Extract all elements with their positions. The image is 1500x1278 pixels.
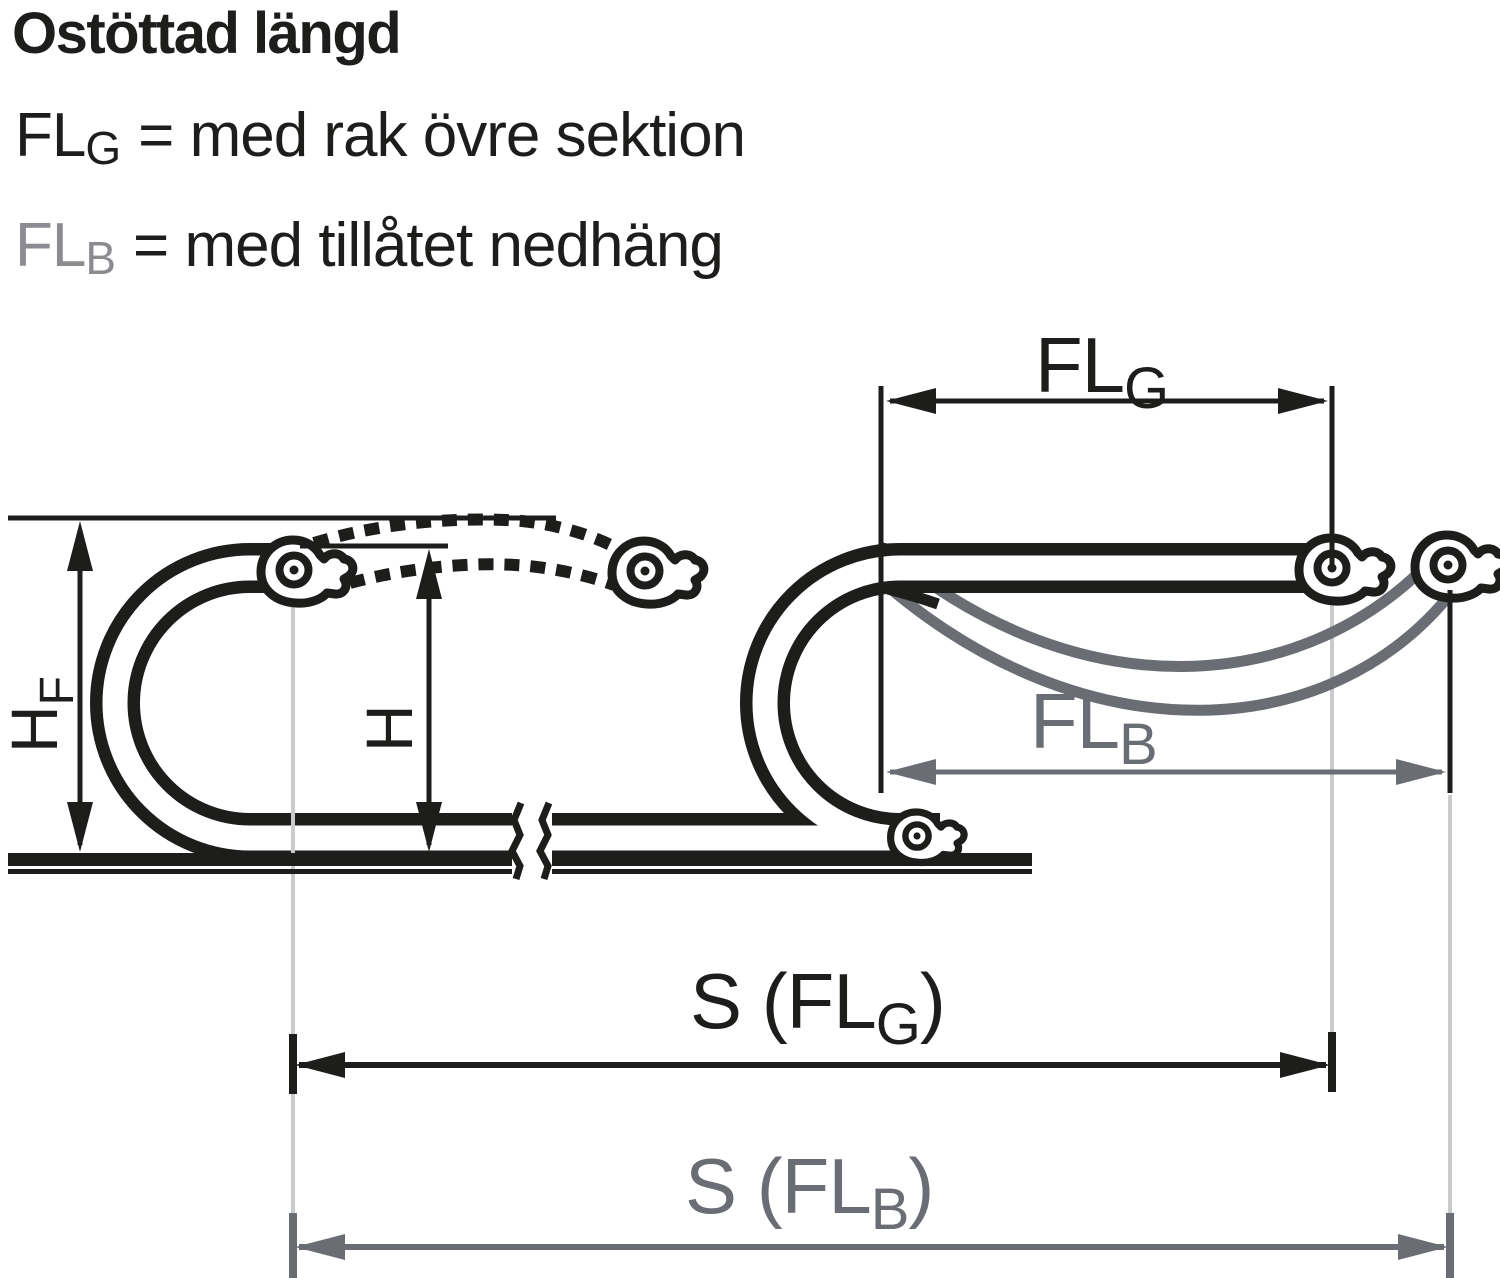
extension-lines-light bbox=[1330, 575, 1452, 1213]
flb-symbol: FL bbox=[15, 211, 86, 280]
flb-dimension: FLB bbox=[886, 677, 1446, 785]
flg-dimension: FLG bbox=[886, 321, 1328, 421]
legend-flb: FLB = med tillåtet nedhäng bbox=[15, 210, 724, 285]
hf-dimension: HF bbox=[0, 521, 93, 852]
extended-position-bracket bbox=[612, 541, 704, 604]
flb-label: FLB bbox=[1030, 677, 1157, 777]
flb-moving-end-bracket bbox=[1415, 535, 1500, 598]
flg-label: FLG bbox=[1035, 321, 1168, 421]
dashed-extended-chain bbox=[312, 513, 626, 591]
left-moving-end-bracket bbox=[261, 540, 353, 603]
flb-subscript: B bbox=[85, 232, 116, 285]
left-chain bbox=[90, 543, 518, 863]
h-dimension: H bbox=[300, 543, 448, 852]
s-flb-label: S (FLB) bbox=[685, 1142, 933, 1242]
flg-symbol: FL bbox=[15, 101, 86, 170]
flg-subscript: G bbox=[85, 122, 121, 175]
extension-lines-black bbox=[878, 386, 1453, 793]
rail-break-left-edge bbox=[508, 801, 525, 881]
flg-moving-end-bracket bbox=[1299, 538, 1391, 601]
flg-definition: = med rak övre sektion bbox=[138, 101, 746, 170]
hf-label: HF bbox=[0, 676, 84, 753]
fixed-end-bracket bbox=[891, 812, 964, 863]
s-flg-dimension: S (FLG) bbox=[289, 957, 1336, 1094]
rail-break-right-edge bbox=[536, 801, 553, 881]
h-label: H bbox=[352, 704, 426, 752]
right-chain bbox=[546, 543, 1315, 863]
page-title: Ostöttad längd bbox=[12, 1, 402, 66]
s-flb-dimension: S (FLB) bbox=[289, 1142, 1454, 1278]
flb-definition: = med tillåtet nedhäng bbox=[133, 211, 724, 280]
s-flg-label: S (FLG) bbox=[690, 957, 945, 1057]
legend-flg: FLG = med rak övre sektion bbox=[15, 100, 746, 175]
